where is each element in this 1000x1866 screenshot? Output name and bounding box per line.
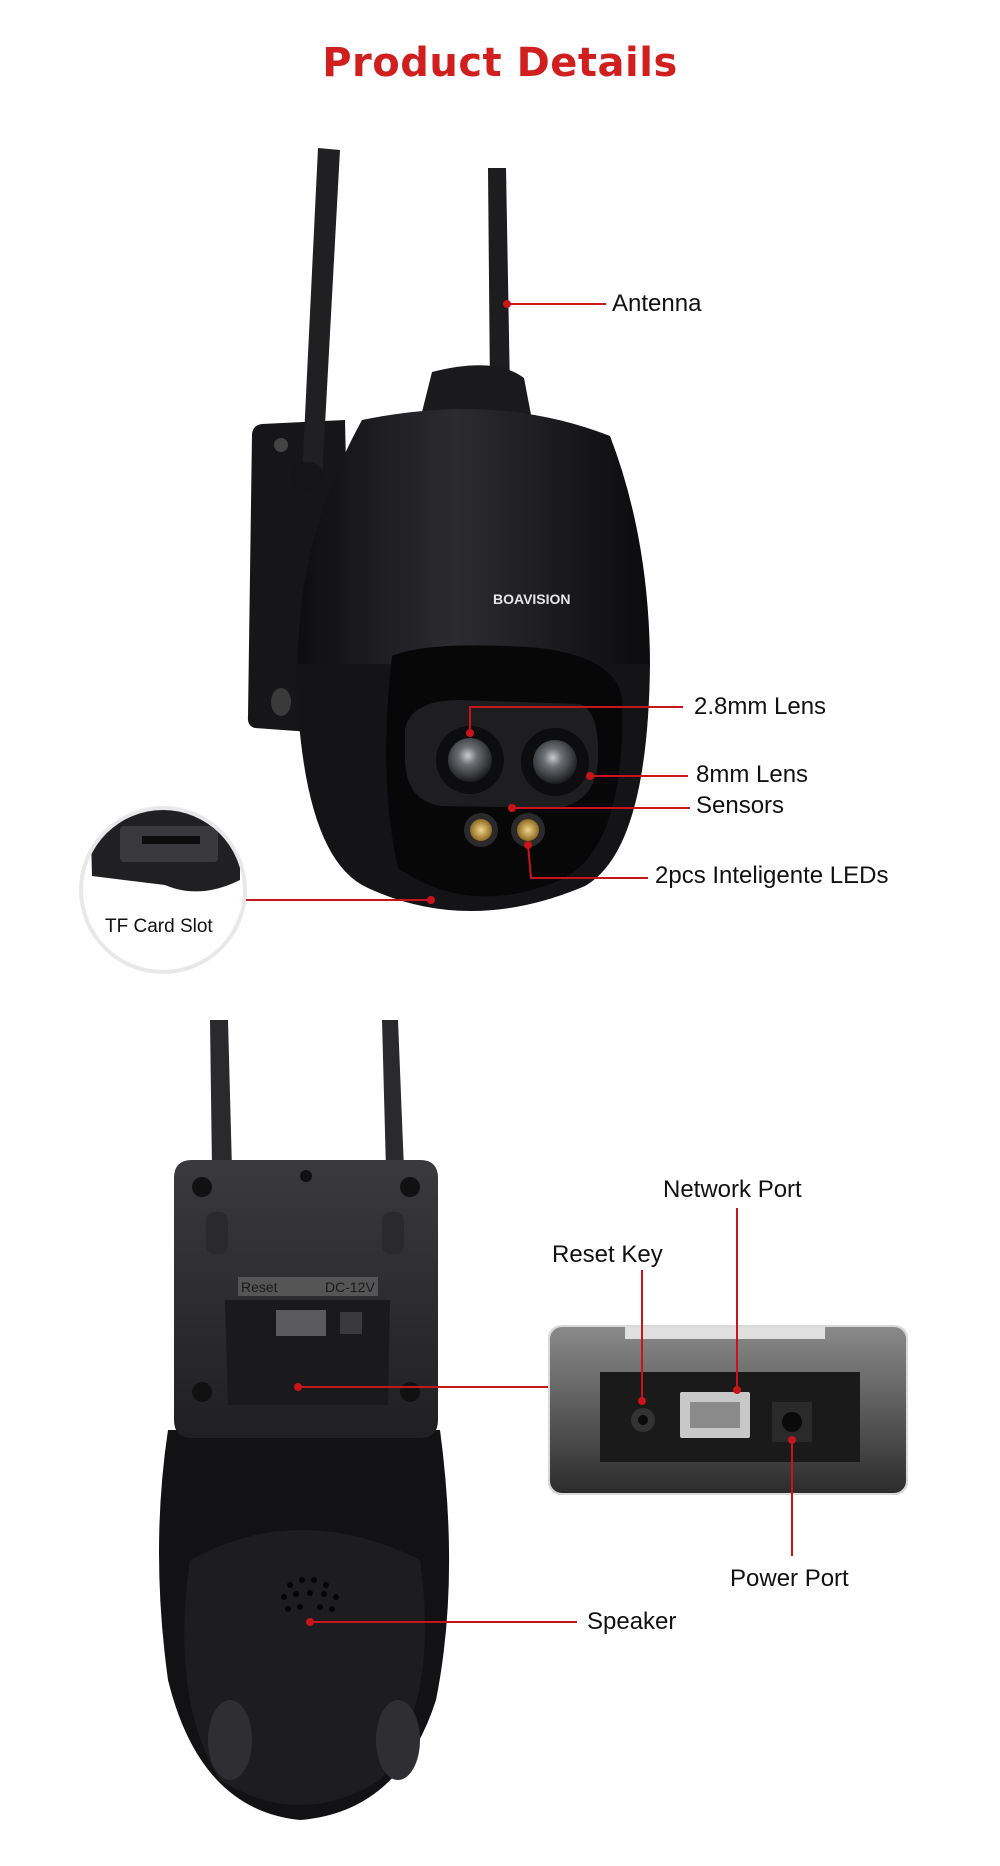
lens-8mm-label: 8mm Lens bbox=[696, 761, 809, 788]
front-callout-dots bbox=[427, 300, 594, 904]
tf-card-slot-label: TF Card Slot bbox=[105, 916, 213, 937]
brand-logo: BOAVISION bbox=[493, 591, 571, 607]
sensors-label: Sensors bbox=[696, 792, 785, 819]
front-callout-lines bbox=[246, 303, 690, 901]
antenna-label: Antenna bbox=[612, 290, 702, 317]
front-camera-image: BOAVISION bbox=[247, 148, 650, 912]
page-title: Product Details bbox=[322, 40, 678, 86]
lens-2-8mm-label: 2.8mm Lens bbox=[694, 693, 827, 720]
tf-card-slot-inset bbox=[79, 806, 247, 974]
panel-reset-text: Reset bbox=[241, 1279, 278, 1295]
panel-dc-text: DC-12V bbox=[325, 1279, 375, 1295]
network-port-label: Network Port bbox=[663, 1176, 802, 1203]
power-port-label: Power Port bbox=[730, 1565, 849, 1592]
back-callout-lines bbox=[298, 1208, 793, 1623]
speaker-label: Speaker bbox=[587, 1608, 677, 1635]
back-callout-dots bbox=[294, 1383, 796, 1626]
leds-label: 2pcs Inteligente LEDs bbox=[655, 862, 889, 889]
back-camera-image: Reset DC-12V bbox=[159, 1020, 450, 1820]
port-closeup-inset bbox=[548, 1325, 908, 1495]
reset-key-label: Reset Key bbox=[552, 1241, 663, 1268]
